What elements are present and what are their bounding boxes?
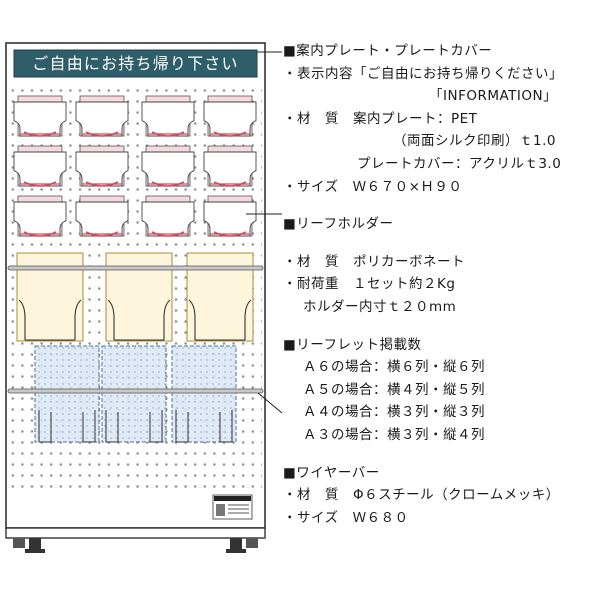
- wire-bar-lower: [7, 388, 264, 394]
- caster-left: [13, 538, 25, 548]
- leader-wire: [257, 392, 283, 414]
- a6-leaflet-holder: [203, 95, 257, 137]
- sign-text: ご自由にお持ち帰り下さい: [32, 54, 238, 73]
- specification-text: ■案内プレート・プレートカバー ・表示内容「ご自由にお持ち帰りください」 「IN…: [283, 40, 598, 529]
- spec-line: ・耐荷重 １セット約２Kg: [283, 276, 456, 293]
- a6-leaflet-holder: [75, 195, 129, 237]
- spec-line: プレートカバー：アクリルｔ3.0: [357, 155, 562, 172]
- a6-leaflet-holder: [203, 145, 257, 187]
- section-heading-leaflet-count: ■リーフレット掲載数: [283, 336, 422, 353]
- information-sign: [13, 49, 258, 78]
- spec-line: Ａ３の場合：横３列・縦４列: [303, 426, 485, 443]
- a6-holder-grid: [13, 95, 257, 237]
- section-heading-plate: ■案内プレート・プレートカバー: [283, 43, 493, 59]
- leveler-right: [230, 538, 242, 552]
- stand-base: [5, 527, 266, 539]
- spec-line: （両面シルク印刷）ｔ1.0: [393, 133, 556, 150]
- spec-line: ・材 質 ポリカーボネート: [283, 253, 465, 270]
- spec-line: Ａ４の場合：横３列・縦３列: [303, 404, 485, 421]
- a6-leaflet-holder: [13, 95, 67, 137]
- a6-leaflet-holder: [13, 195, 67, 237]
- a6-leaflet-holder: [75, 145, 129, 187]
- spec-line: ・サイズ Ｗ６７０×Ｈ９０: [283, 178, 463, 195]
- a6-leaflet-holder: [13, 145, 67, 187]
- spec-line: ・表示内容「ご自由にお持ち帰りください」: [283, 65, 563, 82]
- spec-line: Ａ５の場合：横４列・縦５列: [303, 381, 485, 398]
- spec-line: Ａ６の場合：横６列・縦６列: [303, 359, 485, 376]
- a4-holder-grid: [34, 345, 237, 443]
- section-heading-holder: ■リーフホルダー: [283, 216, 394, 233]
- a6-leaflet-holder: [141, 195, 195, 237]
- wire-bar-upper: [7, 265, 264, 271]
- leveler-left: [29, 538, 41, 552]
- spec-line: ・材 質 Φ６スチール（クロームメッキ）: [283, 487, 560, 504]
- caster-right: [246, 538, 258, 548]
- spec-line: ・材 質 案内プレート：PET: [283, 110, 478, 127]
- a4-leaflet-holder: [171, 345, 237, 443]
- a6-leaflet-holder: [75, 95, 129, 137]
- a6-leaflet-holder: [141, 145, 195, 187]
- spec-line: ・サイズ Ｗ６８０: [283, 509, 409, 526]
- a6-leaflet-holder: [203, 195, 257, 237]
- section-heading-wire: ■ワイヤーバー: [283, 464, 380, 481]
- spec-line: 「INFORMATION」: [429, 88, 558, 105]
- a6-leaflet-holder: [141, 95, 195, 137]
- a4-leaflet-holder: [34, 345, 100, 443]
- spec-line: ホルダー内寸ｔ２０mm: [303, 298, 457, 315]
- a4-leaflet-holder: [101, 345, 167, 443]
